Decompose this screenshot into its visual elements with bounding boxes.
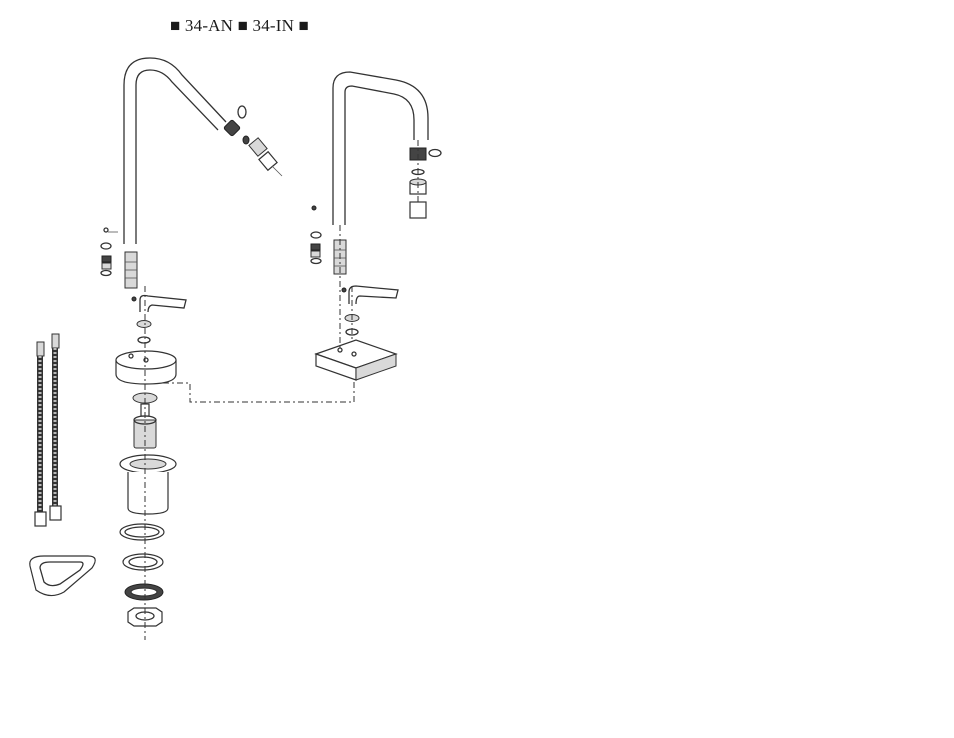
base-gasket	[30, 556, 95, 596]
square-base-escutcheon	[316, 340, 396, 380]
round-base-escutcheon	[116, 351, 176, 384]
round-spout-valve-parts	[101, 228, 137, 301]
supply-hose-pair	[35, 334, 61, 526]
cartridge-and-body	[120, 393, 176, 514]
round-lever-handle	[137, 296, 186, 344]
round-spout-aerator-parts	[224, 106, 282, 176]
square-lever-handle	[345, 286, 398, 335]
round-spout-tube	[124, 58, 226, 244]
mounting-washers-and-nut	[120, 524, 164, 626]
square-spout-aerator-parts	[410, 140, 441, 218]
assembly-connector-leader	[163, 380, 354, 402]
square-spout-valve-parts	[311, 206, 346, 292]
